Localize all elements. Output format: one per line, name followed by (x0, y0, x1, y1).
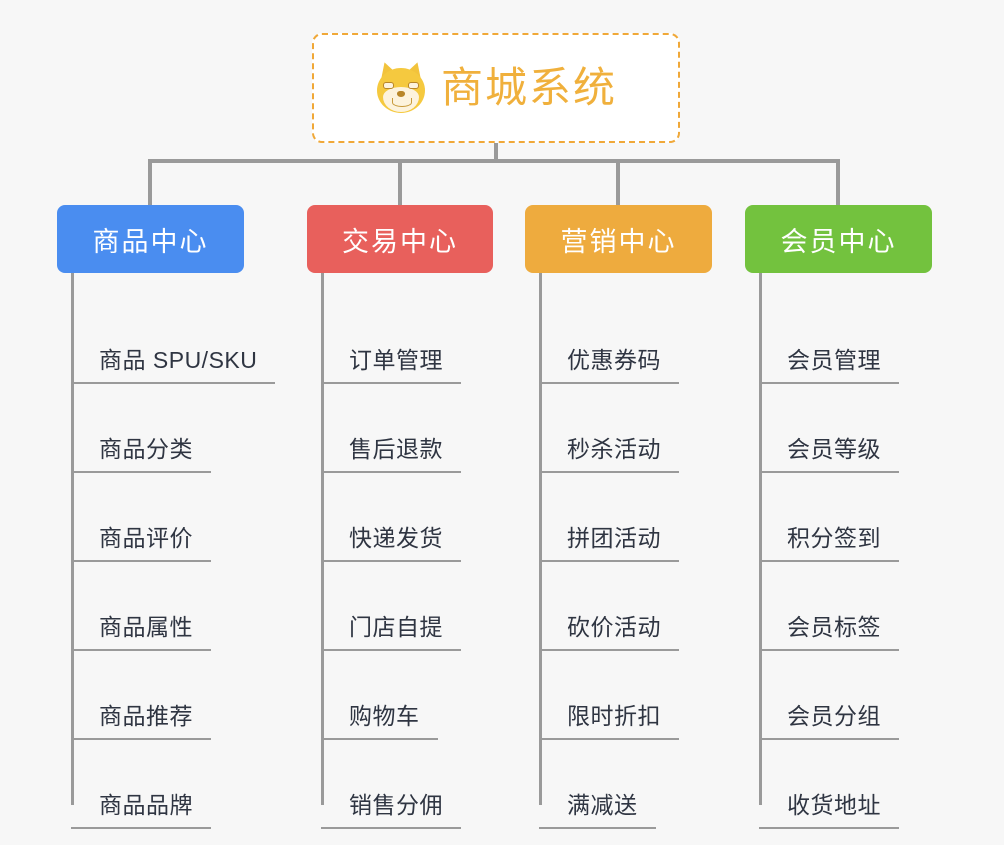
branch-header-product-center[interactable]: 商品中心 (57, 205, 244, 273)
branch-header-member-center[interactable]: 会员中心 (745, 205, 932, 273)
dog-face-icon (375, 59, 427, 114)
connector-drop-3 (616, 159, 620, 207)
list-item[interactable]: 优惠券码 (525, 295, 712, 384)
list-item[interactable]: 订单管理 (307, 295, 493, 384)
leaf-label: 会员分组 (787, 703, 881, 729)
leaf-label: 会员标签 (787, 614, 881, 640)
list-item[interactable]: 秒杀活动 (525, 384, 712, 473)
branch-header-trade-center[interactable]: 交易中心 (307, 205, 493, 273)
leaf-label: 商品评价 (99, 525, 193, 551)
list-item[interactable]: 门店自提 (307, 562, 493, 651)
connector-root-stem (494, 143, 498, 162)
list-item[interactable]: 商品 SPU/SKU (57, 295, 276, 384)
leaf-list-trade-center: 订单管理 售后退款 快递发货 门店自提 购物车 销售分佣 (307, 295, 493, 829)
leaf-label: 收货地址 (787, 792, 881, 818)
leaf-label: 商品 SPU/SKU (99, 347, 258, 373)
connector-branch-stem (759, 273, 762, 295)
branch-label: 商品中心 (92, 226, 209, 257)
connector-drop-4 (836, 159, 840, 207)
branch-label: 交易中心 (342, 226, 458, 257)
list-item[interactable]: 商品属性 (57, 562, 275, 651)
leaf-label: 会员等级 (787, 436, 881, 462)
list-item[interactable]: 会员分组 (745, 651, 932, 740)
branch-label: 营销中心 (560, 226, 677, 257)
leaf-label: 优惠券码 (567, 347, 661, 373)
leaf-label: 砍价活动 (567, 614, 661, 640)
connector-drop-1 (148, 159, 152, 207)
root-node[interactable]: 商城系统 (312, 33, 680, 143)
list-item[interactable]: 快递发货 (307, 473, 493, 562)
list-item[interactable]: 砍价活动 (525, 562, 712, 651)
branch-member-center: 会员中心 会员管理 会员等级 积分签到 会员标签 会员分组 收货地址 (745, 205, 932, 845)
branch-header-marketing-center[interactable]: 营销中心 (525, 205, 712, 273)
list-item[interactable]: 限时折扣 (525, 651, 712, 740)
connector-horizontal-bus (148, 159, 840, 163)
leaf-label: 购物车 (349, 703, 420, 729)
leaf-label: 会员管理 (787, 347, 881, 373)
list-item[interactable]: 积分签到 (745, 473, 932, 562)
list-item[interactable]: 满减送 (525, 740, 712, 829)
leaf-label: 满减送 (567, 792, 638, 818)
connector-branch-stem (321, 273, 324, 295)
list-item[interactable]: 收货地址 (745, 740, 932, 829)
leaf-label: 商品品牌 (99, 792, 193, 818)
list-item[interactable]: 会员标签 (745, 562, 932, 651)
leaf-label: 门店自提 (349, 614, 443, 640)
leaf-label: 销售分佣 (349, 792, 443, 818)
connector-branch-stem (539, 273, 542, 295)
list-item[interactable]: 拼团活动 (525, 473, 712, 562)
leaf-label: 积分签到 (787, 525, 881, 551)
list-item[interactable]: 会员等级 (745, 384, 932, 473)
list-item[interactable]: 会员管理 (745, 295, 932, 384)
list-item[interactable]: 商品品牌 (57, 740, 275, 829)
list-item[interactable]: 商品评价 (57, 473, 275, 562)
branch-label: 会员中心 (780, 226, 897, 257)
leaf-label: 商品属性 (99, 614, 193, 640)
branch-trade-center: 交易中心 订单管理 售后退款 快递发货 门店自提 购物车 销售分佣 (307, 205, 493, 845)
root-title: 商城系统 (440, 64, 617, 111)
leaf-label: 商品推荐 (99, 703, 193, 729)
connector-drop-2 (398, 159, 402, 207)
leaf-list-product-center: 商品 SPU/SKU 商品分类 商品评价 商品属性 商品推荐 商品品牌 (57, 295, 276, 829)
leaf-list-marketing-center: 优惠券码 秒杀活动 拼团活动 砍价活动 限时折扣 满减送 (525, 295, 712, 829)
list-item[interactable]: 商品分类 (57, 384, 275, 473)
leaf-label: 售后退款 (349, 436, 443, 462)
list-item[interactable]: 购物车 (307, 651, 493, 740)
branch-marketing-center: 营销中心 优惠券码 秒杀活动 拼团活动 砍价活动 限时折扣 满减送 (525, 205, 712, 845)
connector-branch-stem (71, 273, 74, 295)
branch-product-center: 商品中心 商品 SPU/SKU 商品分类 商品评价 商品属性 商品推荐 商品品牌 (57, 205, 276, 845)
list-item[interactable]: 商品推荐 (57, 651, 275, 740)
leaf-label: 拼团活动 (567, 525, 661, 551)
leaf-label: 商品分类 (99, 436, 193, 462)
leaf-list-member-center: 会员管理 会员等级 积分签到 会员标签 会员分组 收货地址 (745, 295, 932, 829)
leaf-label: 秒杀活动 (567, 436, 661, 462)
leaf-label: 订单管理 (349, 347, 443, 373)
leaf-label: 快递发货 (349, 525, 443, 551)
leaf-label: 限时折扣 (567, 703, 661, 729)
list-item[interactable]: 售后退款 (307, 384, 493, 473)
list-item[interactable]: 销售分佣 (307, 740, 493, 829)
